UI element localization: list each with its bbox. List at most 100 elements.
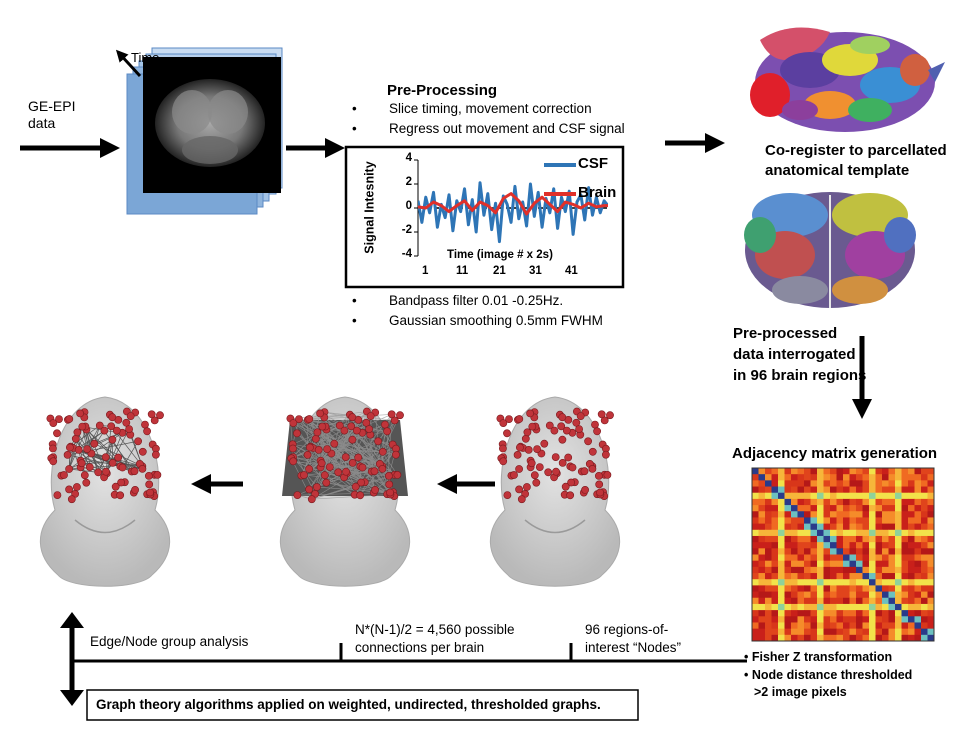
matrix-cell (817, 542, 824, 549)
matrix-cell (849, 535, 857, 543)
matrix-cell (823, 542, 831, 549)
matrix-cell (765, 523, 772, 531)
brain-node (317, 459, 326, 468)
matrix-cell (810, 480, 818, 487)
matrix-cell (778, 548, 785, 555)
x-tick-label: 1 (422, 265, 429, 277)
matrix-cell (856, 505, 863, 512)
matrix-cell (752, 603, 759, 611)
matrix-cell (869, 566, 876, 574)
matrix-cell (843, 628, 850, 636)
matrix-cell (856, 474, 863, 481)
matrix-cell (921, 610, 928, 617)
matrix-cell (810, 622, 818, 630)
matrix-cell (758, 628, 766, 636)
matrix-cell (810, 474, 818, 481)
matrix-cell (908, 566, 915, 574)
matrix-cell (778, 511, 785, 518)
matrix-cell (771, 535, 779, 543)
brain-node (515, 415, 524, 423)
matrix-cell (927, 517, 935, 525)
matrix-cell (817, 585, 824, 592)
matrix-cell (875, 511, 883, 518)
signal-chart-frame (344, 145, 625, 289)
matrix-cell (810, 573, 818, 580)
matrix-cell (908, 468, 915, 475)
matrix-cell (810, 560, 818, 568)
matrix-cell (836, 616, 844, 623)
matrix-cell (882, 535, 889, 543)
matrix-cell (758, 591, 766, 599)
matrix-cell (927, 523, 935, 531)
matrix-cell (810, 542, 818, 549)
matrix-cell (856, 480, 863, 487)
matrix-cell (843, 591, 850, 599)
matrix-cell (908, 616, 915, 623)
matrix-cell (771, 474, 779, 481)
brain-node (85, 463, 94, 471)
matrix-cell (784, 498, 792, 506)
matrix-cell (895, 554, 902, 562)
matrix-cell (862, 468, 870, 475)
matrix-cell (752, 573, 759, 580)
matrix-cell (843, 554, 850, 562)
matrix-cell (869, 585, 876, 592)
matrix-cell (856, 603, 863, 611)
matrix-cell (830, 603, 837, 611)
matrix-cell (875, 566, 883, 574)
matrix-cell (830, 554, 837, 562)
matrix-cell (908, 542, 915, 549)
brain-node (513, 450, 522, 459)
matrix-cell (784, 511, 792, 518)
matrix-cell (765, 474, 772, 481)
interrogation-line1: Pre-processed (733, 325, 838, 342)
y-tick-label: 0 (405, 200, 412, 212)
brain-node (591, 420, 599, 429)
matrix-cell (797, 634, 805, 642)
matrix-cell (843, 480, 850, 487)
matrix-cell (895, 585, 902, 592)
matrix-cell (830, 560, 837, 568)
input-label-line1: GE-EPI (28, 98, 76, 114)
matrix-cell (791, 579, 798, 586)
matrix-cell (882, 616, 889, 623)
matrix-cell (921, 622, 928, 630)
matrix-cell (882, 560, 889, 568)
matrix-cell (771, 498, 779, 506)
matrix-cell (856, 597, 863, 605)
matrix-cell (849, 597, 857, 605)
matrix-cell (830, 535, 837, 543)
brain-node (383, 427, 391, 436)
matrix-cell (875, 585, 883, 592)
matrix-cell (908, 597, 915, 605)
connection-edge (325, 426, 383, 467)
brain-node (510, 471, 518, 479)
brain-node (576, 412, 585, 420)
x-tick-label: 21 (493, 265, 506, 277)
matrix-cell (882, 585, 889, 592)
matrix-cell (752, 523, 759, 531)
matrix-cell (771, 542, 779, 549)
matrix-cell (882, 523, 889, 531)
matrix-cell (836, 480, 844, 487)
matrix-cell (882, 591, 889, 599)
matrix-cell (791, 480, 798, 487)
matrix-cell (921, 505, 928, 512)
matrix-cell (804, 634, 811, 642)
matrix-cell (810, 610, 818, 617)
matrix-cell (927, 579, 935, 586)
matrix-cell (758, 560, 766, 568)
matrix-cell (791, 634, 798, 642)
matrix-cell (908, 579, 915, 586)
matrix-cell (823, 535, 831, 543)
matrix-cell (797, 579, 805, 586)
matrix-cell (888, 468, 896, 475)
matrix-cell (765, 622, 772, 630)
matrix-cell (817, 511, 824, 518)
brain-node (117, 478, 125, 487)
connection-edge (374, 412, 379, 442)
matrix-cell (895, 616, 902, 623)
matrix-cell (843, 616, 850, 623)
brain-node (535, 463, 544, 471)
matrix-cell (836, 529, 844, 537)
